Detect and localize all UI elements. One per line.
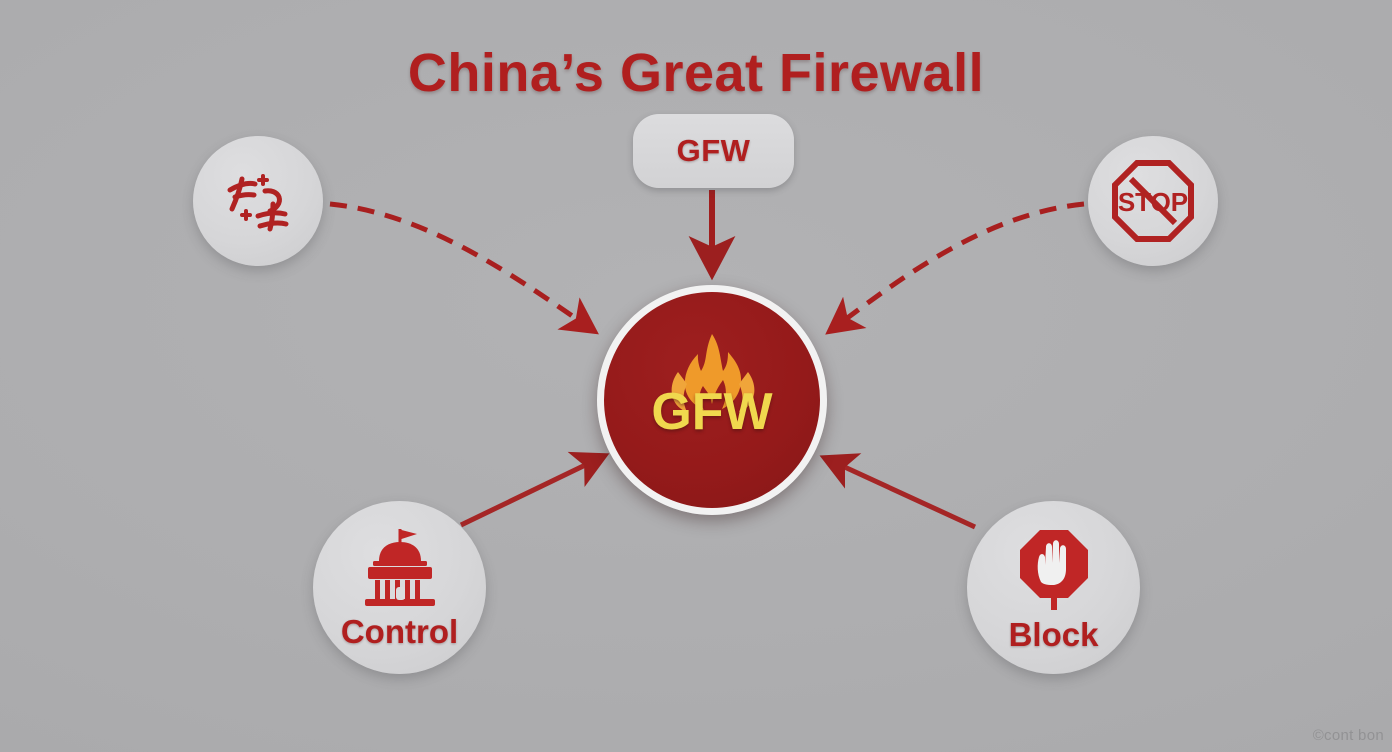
gfw-hub-label: GFW [651, 383, 773, 441]
gfw-hub-node[interactable]: GFW [597, 285, 827, 515]
gfw-top-label-text: GFW [676, 133, 751, 168]
node-control[interactable]: Control [313, 501, 486, 674]
watermark: ©cont bon [1312, 727, 1384, 744]
chinese-characters-scribble-icon [227, 174, 289, 232]
gfw-top-label-pill[interactable]: GFW [633, 114, 794, 188]
page-title: China’s Great Firewall [407, 43, 985, 103]
node-block[interactable]: Block [967, 501, 1140, 674]
node-block-label: Block [1008, 616, 1099, 653]
node-control-label: Control [340, 613, 459, 650]
flame-icon [671, 334, 755, 412]
stop-hand-sign-icon [1019, 530, 1088, 610]
svg-text:STOP: STOP [1118, 187, 1188, 217]
connector-stop-to-hub [825, 201, 1085, 335]
connector-censorship-to-hub [329, 201, 599, 335]
connector-block-to-hub [819, 453, 977, 530]
stop-sign-icon: STOP [1112, 160, 1194, 242]
node-stop-sign[interactable]: STOP [1088, 136, 1218, 266]
gfw-hub-content: GFW [632, 330, 792, 470]
connector-control-to-hub [459, 451, 610, 528]
government-building-icon [364, 529, 435, 606]
node-censorship[interactable] [193, 136, 323, 266]
